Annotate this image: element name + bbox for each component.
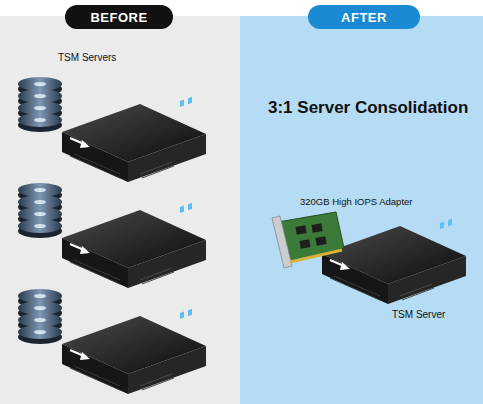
disk <box>18 113 62 132</box>
adapter-chip <box>295 225 306 235</box>
server-label: TSM Server <box>392 309 482 320</box>
group-label: TSM Servers <box>58 52 168 63</box>
adapter-chip <box>299 239 310 249</box>
before-pill: BEFORE <box>65 5 173 29</box>
adapter-contacts <box>290 250 342 262</box>
disk <box>18 219 62 238</box>
after-panel <box>240 16 483 404</box>
pill-text: BEFORE <box>90 10 147 25</box>
server <box>62 203 206 288</box>
adapter-label: 320GB High IOPS Adapter <box>300 196 460 207</box>
server <box>62 97 206 182</box>
adapter-card <box>272 212 344 268</box>
disk <box>18 325 62 344</box>
pill-text: AFTER <box>341 10 387 25</box>
adapter-chip <box>311 223 322 233</box>
server <box>322 219 466 304</box>
adapter-chip <box>315 236 326 246</box>
after-pill: AFTER <box>308 5 420 29</box>
adapter-bracket <box>272 216 292 268</box>
headline: 3:1 Server Consolidation <box>268 98 483 118</box>
before-panel <box>0 16 240 404</box>
server <box>62 309 206 394</box>
